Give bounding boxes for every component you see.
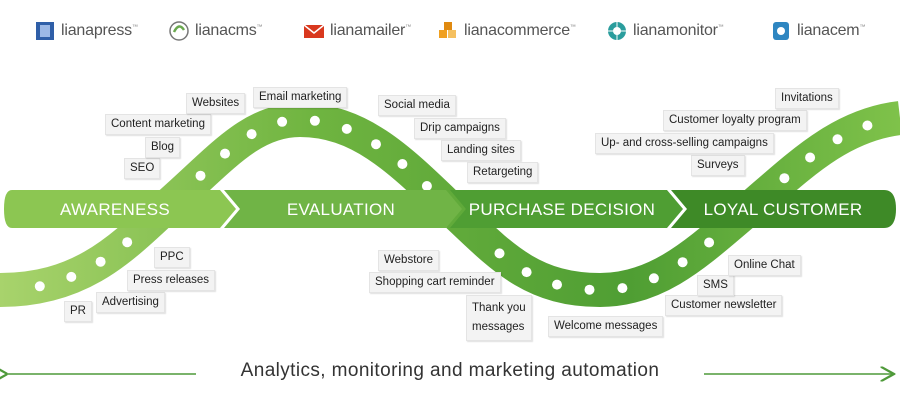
wave-dot (862, 120, 873, 131)
wave-dot (246, 129, 257, 140)
trademark-mark: ™ (256, 24, 263, 31)
label-advertising: Advertising (96, 292, 165, 313)
brand-lianamonitor: lianamonitor™ (606, 16, 724, 46)
wave-dot (832, 134, 843, 145)
thank-you-line1: Thank you (472, 302, 526, 314)
label-invitations: Invitations (775, 88, 839, 109)
lianapress-logo-icon (34, 20, 56, 42)
trademark-mark: ™ (405, 24, 411, 31)
wave-dot (122, 237, 133, 248)
brand-prefix: liana (195, 22, 228, 39)
wave-dot (309, 115, 320, 126)
wave-dot (779, 173, 790, 184)
label-online-chat: Online Chat (728, 255, 801, 276)
label-content-marketing: Content marketing (105, 114, 211, 135)
wave-dot (95, 256, 106, 267)
wave-dot (66, 271, 77, 282)
brand-suffix: cms (227, 22, 257, 39)
wave-dot (421, 181, 432, 191)
label-customer-newsletter: Customer newsletter (665, 295, 783, 316)
trademark-mark: ™ (859, 24, 866, 31)
brand-suffix: commerce (496, 22, 570, 39)
wave-dot (521, 267, 532, 278)
label-landing-sites: Landing sites (441, 140, 521, 161)
wave-dot (584, 284, 595, 295)
footer-caption: Analytics, monitoring and marketing auto… (240, 360, 660, 381)
wave-dot (195, 170, 206, 181)
brand-suffix: mailer (362, 22, 406, 39)
brand-prefix: liana (464, 22, 497, 39)
wave-dot (704, 237, 715, 248)
chevron-loyal-customer (671, 190, 896, 228)
trademark-mark: ™ (131, 24, 138, 31)
lianamonitor-logo-icon (606, 20, 628, 42)
wave-dot (805, 152, 816, 163)
label-webstore: Webstore (378, 250, 440, 271)
label-email-marketing: Email marketing (253, 87, 348, 108)
brand-lianamailer: lianamailer™ (303, 16, 411, 46)
wave-dot (648, 273, 659, 284)
label-welcome-messages: Welcome messages (548, 316, 664, 337)
label-thank-you-messages: Thank you messages (466, 295, 532, 341)
stage-loyal-customer: LOYAL CUSTOMER (703, 200, 863, 219)
label-retargeting: Retargeting (467, 162, 539, 183)
lianacms-logo-icon (168, 20, 190, 42)
stage-awareness: AWARENESS (59, 200, 171, 219)
wave-dots (34, 115, 873, 295)
wave-dot (371, 139, 381, 150)
label-up-cross-selling: Up- and cross-selling campaigns (595, 133, 774, 154)
wave-dot (341, 123, 352, 134)
brand-lianacommerce: lianacommerce™ (437, 16, 576, 46)
label-pr: PR (64, 301, 92, 322)
brand-lianacms: lianacms™ (168, 16, 263, 46)
label-websites: Websites (186, 93, 246, 114)
label-blog: Blog (145, 137, 181, 158)
stage-chevron-band (4, 190, 896, 228)
thank-you-line2: messages (472, 321, 525, 333)
wave-dot (277, 116, 288, 127)
lianacem-logo-icon (770, 20, 792, 42)
brand-suffix: press (93, 22, 132, 39)
label-customer-loyalty: Customer loyalty program (663, 110, 807, 131)
label-shopping-cart-reminder: Shopping cart reminder (369, 272, 501, 293)
wave-dot (494, 248, 505, 259)
brand-prefix: liana (797, 22, 830, 39)
brand-suffix: cem (829, 22, 860, 39)
wave-dot (677, 257, 688, 268)
label-sms: SMS (697, 275, 734, 296)
trademark-mark: ™ (717, 24, 724, 31)
lianamailer-logo-icon (303, 20, 325, 42)
wave-dot (34, 281, 45, 292)
wave-dot (552, 279, 562, 290)
wave-dot (397, 159, 408, 169)
brand-prefix: liana (330, 22, 363, 39)
label-drip-campaigns: Drip campaigns (414, 118, 506, 139)
brand-lianacem: lianacem™ (770, 16, 865, 46)
chevron-awareness (4, 190, 236, 228)
label-press-releases: Press releases (127, 270, 216, 291)
stage-evaluation: EVALUATION (286, 200, 396, 219)
brand-suffix: monitor (665, 22, 718, 39)
trademark-mark: ™ (569, 24, 576, 31)
lianacommerce-logo-icon (437, 20, 459, 42)
chevron-purchase-decision (450, 190, 683, 228)
stage-purchase-decision: PURCHASE DECISION (468, 200, 656, 219)
wave-dot (617, 283, 628, 294)
brand-lianapress: lianapress™ (34, 16, 138, 46)
brand-prefix: liana (61, 22, 94, 39)
chevron-evaluation (224, 190, 462, 228)
wave-dot (220, 148, 230, 159)
label-social-media: Social media (378, 95, 456, 116)
brand-prefix: liana (633, 22, 666, 39)
label-surveys: Surveys (691, 155, 745, 176)
label-ppc: PPC (154, 247, 190, 268)
label-seo: SEO (124, 158, 161, 179)
